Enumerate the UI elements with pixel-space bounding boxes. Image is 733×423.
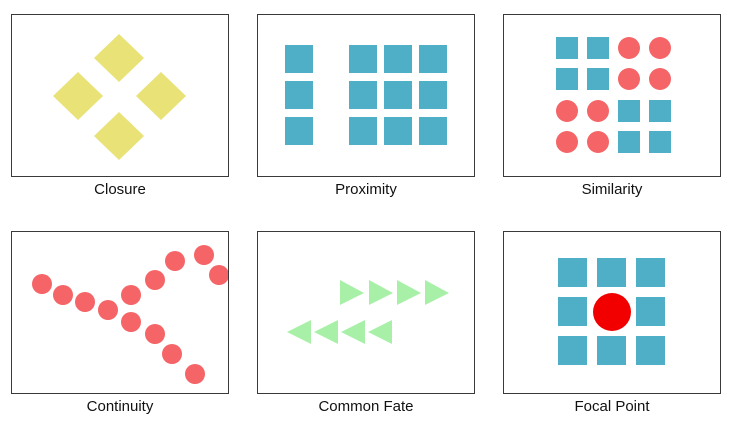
similarity-square bbox=[649, 131, 671, 153]
common-fate-arrow-right bbox=[369, 280, 393, 305]
focal-point-illustration bbox=[558, 258, 665, 365]
focal-point-square bbox=[636, 336, 665, 365]
common-fate-arrow-right bbox=[397, 280, 421, 305]
continuity-dot bbox=[32, 274, 52, 294]
similarity-circle bbox=[556, 131, 578, 153]
proximity-square bbox=[285, 81, 313, 109]
continuity-caption: Continuity bbox=[86, 398, 154, 415]
closure-illustration bbox=[53, 34, 186, 160]
similarity-circle bbox=[618, 37, 640, 59]
proximity-square bbox=[384, 117, 412, 145]
common-fate-arrow-right bbox=[340, 280, 364, 305]
focal-point-square bbox=[636, 258, 665, 287]
focal-point-square bbox=[558, 297, 587, 326]
proximity-square bbox=[285, 117, 313, 145]
continuity-dot bbox=[209, 265, 228, 285]
proximity-square bbox=[384, 45, 412, 73]
focal-point-panel bbox=[503, 231, 721, 394]
similarity-caption: Similarity bbox=[581, 181, 643, 198]
common-fate-illustration bbox=[287, 280, 449, 344]
closure-diamond-bottom bbox=[94, 112, 144, 160]
focal-point-square bbox=[597, 336, 626, 365]
similarity-illustration bbox=[556, 37, 671, 153]
similarity-square bbox=[618, 131, 640, 153]
focal-point-circle bbox=[593, 293, 631, 331]
similarity-square bbox=[587, 68, 609, 90]
continuity-dot bbox=[185, 364, 205, 384]
continuity-dot bbox=[194, 245, 214, 265]
similarity-circle bbox=[649, 37, 671, 59]
continuity-dot bbox=[145, 324, 165, 344]
focal-point-caption: Focal Point bbox=[574, 398, 650, 415]
continuity-dot bbox=[165, 251, 185, 271]
closure-diamond-right bbox=[136, 72, 186, 120]
common-fate-arrow-left bbox=[341, 320, 365, 344]
similarity-square bbox=[556, 68, 578, 90]
common-fate-arrow-right bbox=[425, 280, 449, 305]
proximity-square bbox=[384, 81, 412, 109]
closure-caption: Closure bbox=[94, 181, 146, 198]
similarity-circle bbox=[587, 131, 609, 153]
proximity-square bbox=[349, 81, 377, 109]
focal-point-square bbox=[558, 258, 587, 287]
similarity-square bbox=[556, 37, 578, 59]
proximity-square bbox=[349, 117, 377, 145]
focal-point-square bbox=[597, 258, 626, 287]
proximity-square bbox=[419, 117, 447, 145]
common-fate-panel bbox=[257, 231, 475, 394]
proximity-caption: Proximity bbox=[335, 181, 397, 198]
continuity-panel bbox=[11, 231, 229, 394]
closure-diamond-left bbox=[53, 72, 103, 120]
closure-panel bbox=[11, 14, 229, 177]
proximity-square bbox=[419, 45, 447, 73]
proximity-panel bbox=[257, 14, 475, 177]
continuity-dot bbox=[53, 285, 73, 305]
common-fate-arrow-left bbox=[368, 320, 392, 344]
continuity-dot bbox=[145, 270, 165, 290]
common-fate-caption: Common Fate bbox=[318, 398, 414, 415]
similarity-circle bbox=[556, 100, 578, 122]
similarity-circle bbox=[587, 100, 609, 122]
similarity-square bbox=[649, 100, 671, 122]
similarity-panel bbox=[503, 14, 721, 177]
continuity-illustration bbox=[32, 245, 228, 384]
continuity-dot bbox=[121, 312, 141, 332]
proximity-square bbox=[349, 45, 377, 73]
proximity-square bbox=[419, 81, 447, 109]
continuity-dot bbox=[75, 292, 95, 312]
closure-diamond-top bbox=[94, 34, 144, 82]
continuity-dot bbox=[162, 344, 182, 364]
focal-point-square bbox=[636, 297, 665, 326]
proximity-illustration bbox=[285, 45, 447, 145]
focal-point-square bbox=[558, 336, 587, 365]
similarity-circle bbox=[649, 68, 671, 90]
common-fate-arrow-left bbox=[314, 320, 338, 344]
continuity-dot bbox=[121, 285, 141, 305]
similarity-circle bbox=[618, 68, 640, 90]
common-fate-arrow-left bbox=[287, 320, 311, 344]
proximity-square bbox=[285, 45, 313, 73]
continuity-dot bbox=[98, 300, 118, 320]
similarity-square bbox=[618, 100, 640, 122]
similarity-square bbox=[587, 37, 609, 59]
